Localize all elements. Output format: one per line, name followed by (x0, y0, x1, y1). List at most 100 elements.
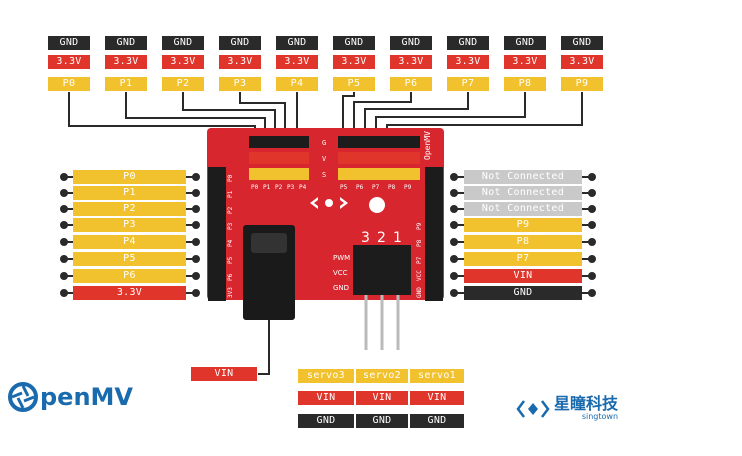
top-pin-label: P8 (504, 77, 546, 91)
singtown-cn-text: 星瞳科技 (554, 394, 619, 413)
right-pin-label: P9 (464, 218, 582, 232)
top-gnd-label: GND (504, 36, 546, 50)
svg-text:P7: P7 (372, 184, 380, 191)
servo-name-label: servo1 (410, 369, 464, 383)
svg-text:2: 2 (377, 230, 386, 246)
servo-numbers: 3 2 1 (361, 230, 402, 246)
svg-text:P7: P7 (416, 256, 423, 264)
svg-text:P8: P8 (388, 184, 396, 191)
row-label-v: V (322, 155, 327, 163)
top-3v3-label: 3.3V (390, 55, 432, 69)
svg-text:P1: P1 (227, 190, 234, 198)
right-vin-label: VIN (464, 269, 582, 283)
svg-text:P0: P0 (251, 184, 259, 191)
top-3v3-label: 3.3V (504, 55, 546, 69)
servo-gnd-label: GND (410, 414, 464, 428)
servo-vin-label: VIN (356, 391, 408, 405)
top-pin-label: P7 (447, 77, 489, 91)
top-gnd-label: GND (219, 36, 261, 50)
left-silk: P0 P1 P2 P3 P4 P5 P6 3V3 (227, 174, 234, 298)
svg-text:3: 3 (361, 230, 370, 246)
row-label-g: G (322, 139, 326, 147)
svg-text:GND: GND (416, 287, 423, 298)
servo-header (353, 245, 411, 295)
top-pin-label: P3 (219, 77, 261, 91)
svg-text:P9: P9 (416, 222, 423, 230)
right-header (425, 167, 443, 301)
svg-text:P4: P4 (299, 184, 307, 191)
right-nc-label: Not Connected (464, 170, 582, 184)
right-pin-label: P8 (464, 235, 582, 249)
top-pin-label: P1 (105, 77, 147, 91)
svg-text:1: 1 (393, 230, 402, 246)
top-3v3-label: 3.3V (105, 55, 147, 69)
top-gnd-label: GND (333, 36, 375, 50)
svg-text:P6: P6 (356, 184, 364, 191)
top-3v3-label: 3.3V (561, 55, 603, 69)
svg-text:P4: P4 (227, 239, 234, 247)
top-pin-label: P9 (561, 77, 603, 91)
jack-vin-label: VIN (191, 367, 257, 381)
top-3v3-label: 3.3V (219, 55, 261, 69)
svg-text:GND: GND (333, 284, 349, 292)
top-gnd-label: GND (48, 36, 90, 50)
top-3v3-label: 3.3V (162, 55, 204, 69)
svg-text:P8: P8 (416, 239, 423, 247)
board-silk-bottom: P0 P1 P2 P3 P4 P5 P6 P7 P8 P9 (251, 184, 412, 191)
openmv-logo: penMV (8, 380, 133, 414)
top-3v3-label: 3.3V (48, 55, 90, 69)
board-name: OpenMV (423, 131, 432, 160)
servo-vin-label: VIN (410, 391, 464, 405)
singtown-icon (516, 399, 550, 418)
servo-name-label: servo3 (298, 369, 354, 383)
svg-text:P2: P2 (275, 184, 283, 191)
left-pin-label: P2 (73, 202, 186, 216)
openmv-logo-text: penMV (40, 383, 133, 411)
svg-text:PWM: PWM (333, 254, 350, 262)
servo-pin-rows (249, 136, 420, 180)
right-silk: P9 P8 P7 VCC GND (416, 222, 423, 298)
left-header (208, 167, 226, 301)
left-pin-label: P1 (73, 186, 186, 200)
top-pin-label: P6 (390, 77, 432, 91)
svg-text:P5: P5 (340, 184, 348, 191)
left-pin-label: P3 (73, 218, 186, 232)
svg-text:P5: P5 (227, 256, 234, 264)
servo-vin-label: VIN (298, 391, 354, 405)
top-gnd-label: GND (105, 36, 147, 50)
svg-text:P3: P3 (227, 222, 234, 230)
top-3v3-label: 3.3V (333, 55, 375, 69)
top-3v3-label: 3.3V (447, 55, 489, 69)
top-gnd-label: GND (390, 36, 432, 50)
expansion-board (207, 128, 444, 350)
top-pin-label: P2 (162, 77, 204, 91)
singtown-en-text: singtown (581, 412, 619, 421)
servo-gnd-label: GND (356, 414, 408, 428)
servo-gnd-label: GND (298, 414, 354, 428)
top-pin-label: P0 (48, 77, 90, 91)
left-pin-label: P0 (73, 170, 186, 184)
board-logo-icon (310, 197, 348, 209)
svg-text:3V3: 3V3 (227, 287, 234, 298)
top-pin-label: P5 (333, 77, 375, 91)
singtown-logo: 星瞳科技 singtown (516, 396, 618, 421)
right-gnd-label: GND (464, 286, 582, 300)
top-gnd-label: GND (276, 36, 318, 50)
svg-text:P9: P9 (404, 184, 412, 191)
row-label-s: S (322, 171, 326, 179)
left-pin-label: P4 (73, 235, 186, 249)
top-pin-label: P4 (276, 77, 318, 91)
jack-wire (258, 320, 270, 375)
right-pin-label: P7 (464, 252, 582, 266)
left-pin-label: P5 (73, 252, 186, 266)
right-nc-label: Not Connected (464, 186, 582, 200)
aperture-icon (8, 382, 38, 412)
top-gnd-label: GND (561, 36, 603, 50)
servo-name-label: servo2 (356, 369, 408, 383)
svg-text:P0: P0 (227, 174, 234, 182)
svg-text:P3: P3 (287, 184, 295, 191)
svg-text:P2: P2 (227, 206, 234, 214)
left-3v3-label: 3.3V (73, 286, 186, 300)
svg-text:P6: P6 (227, 273, 234, 281)
svg-text:P1: P1 (263, 184, 271, 191)
